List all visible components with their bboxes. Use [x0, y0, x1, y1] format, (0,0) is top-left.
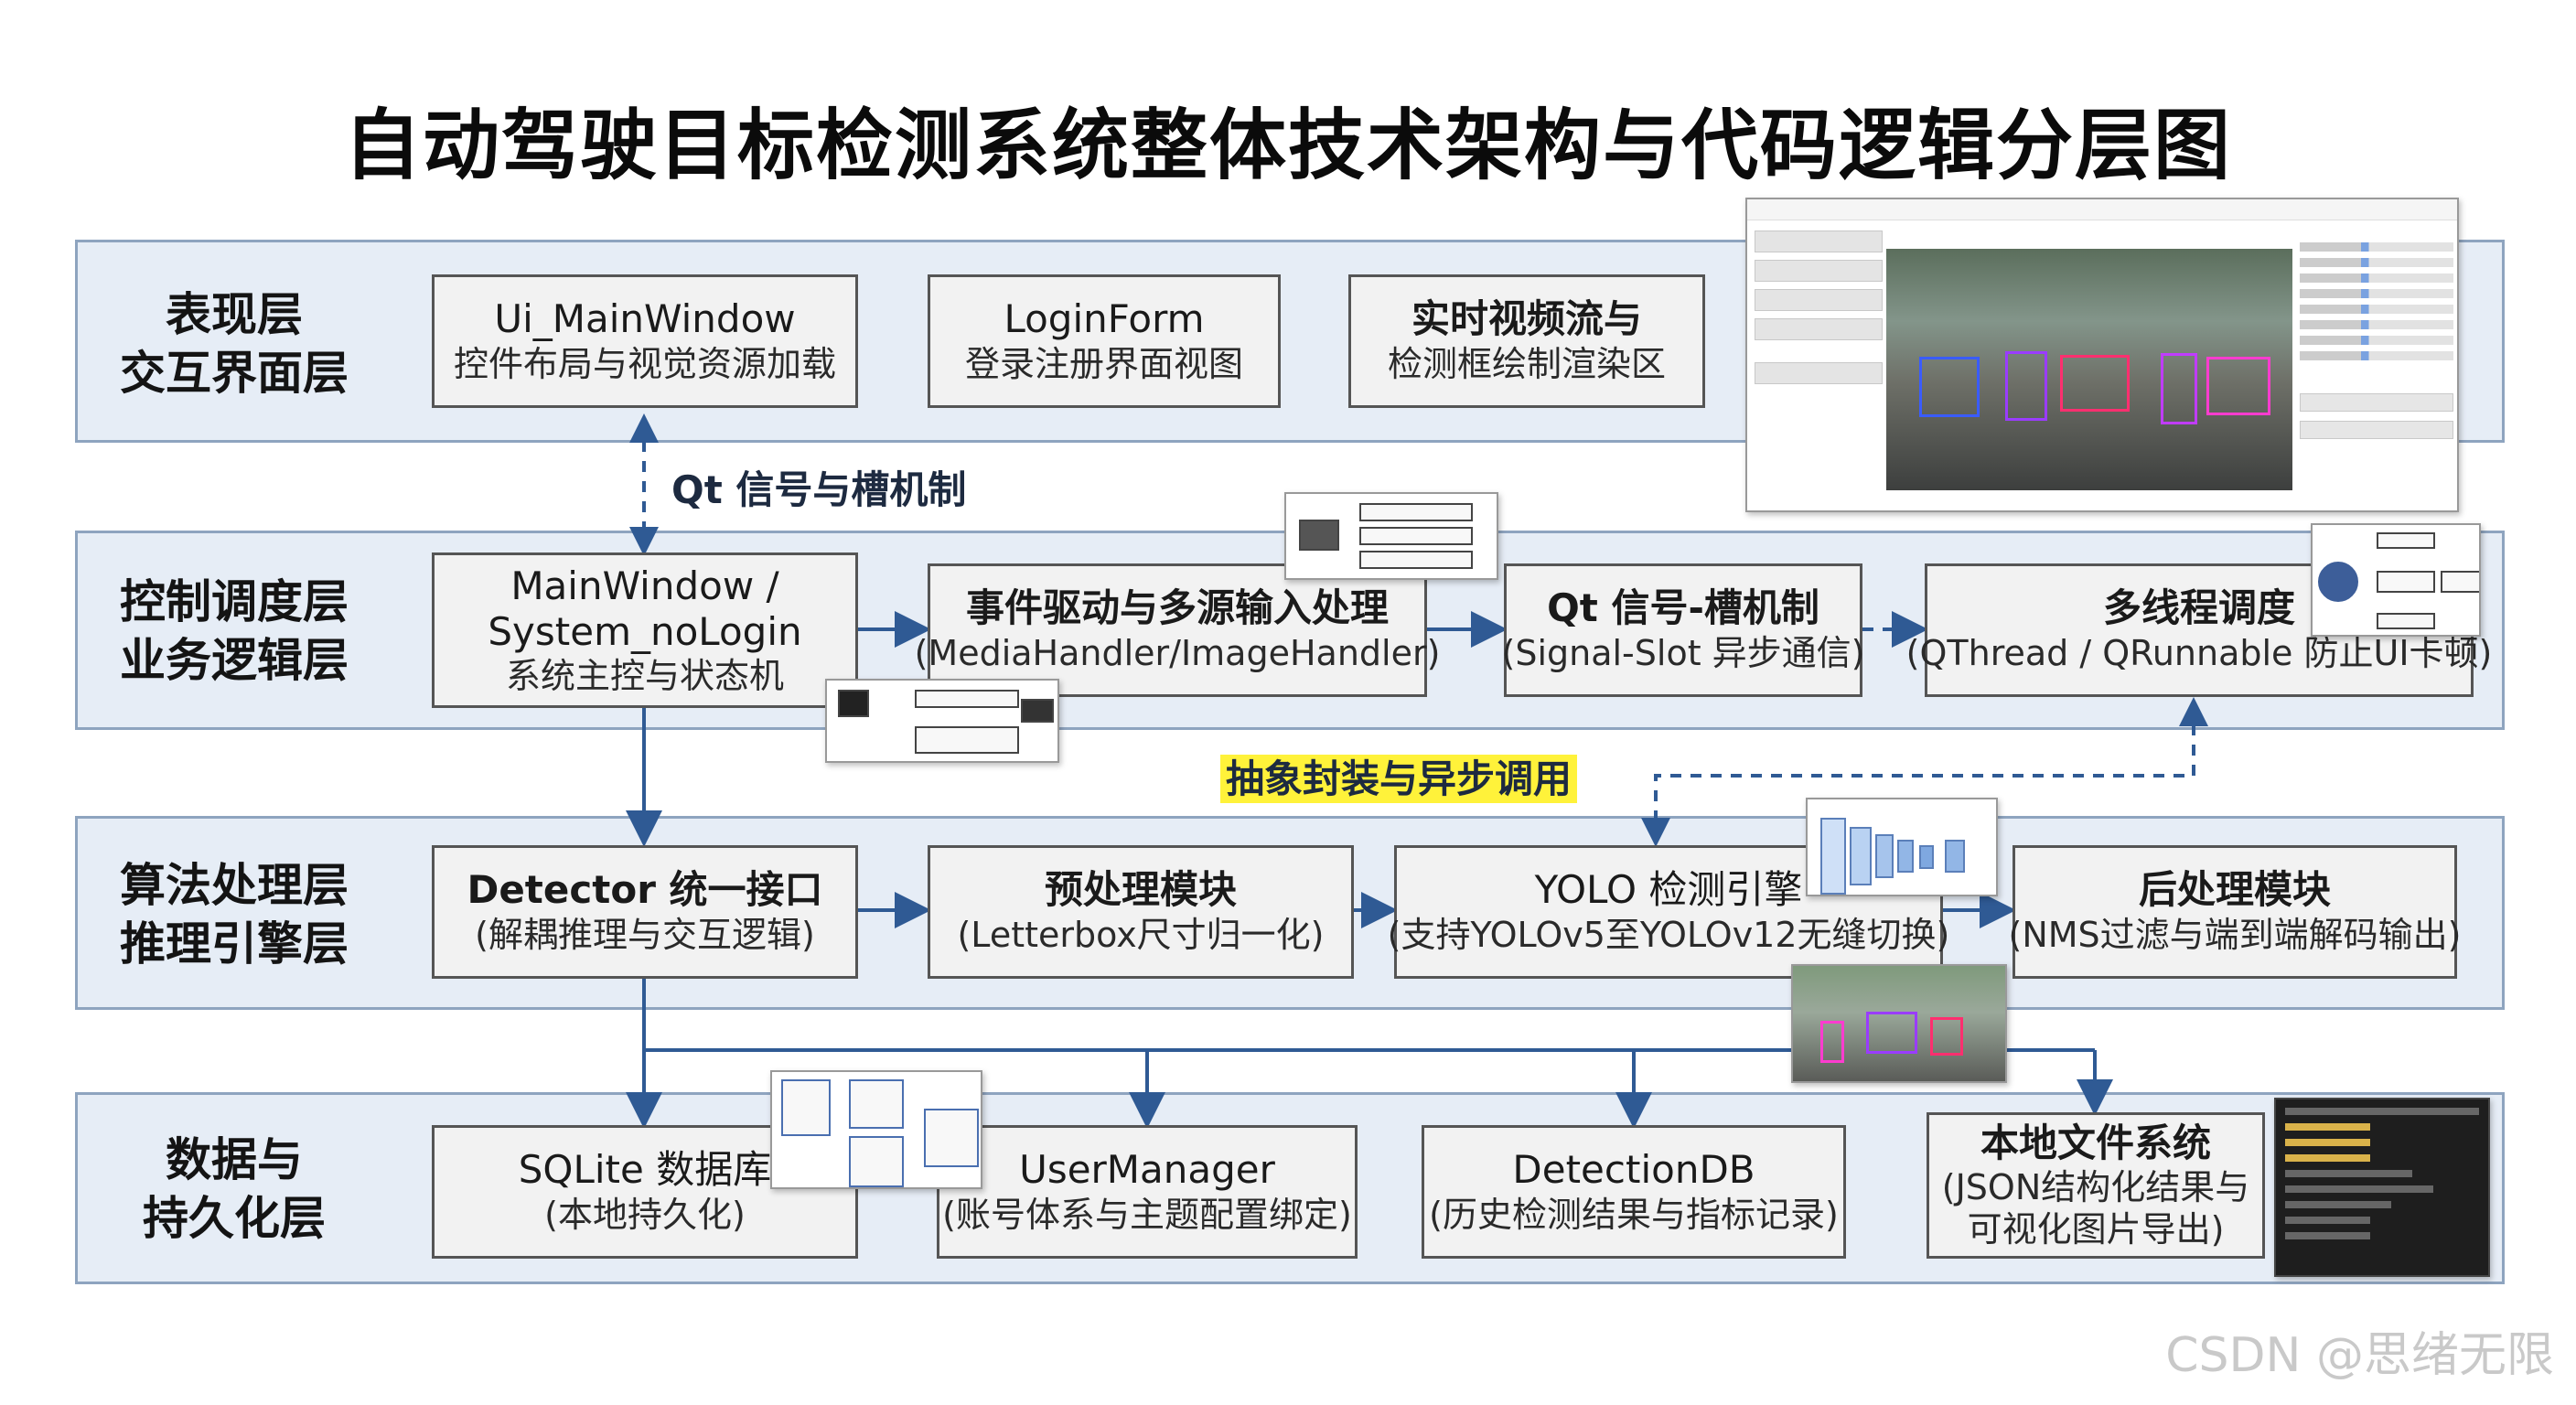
layer-label-control: 控制调度层 业务逻辑层: [79, 573, 390, 690]
app-param-panel: [2300, 236, 2453, 448]
annotation-abstraction: 抽象封装与异步调用: [1220, 748, 1578, 804]
box-subtitle: (账号体系与主题配置绑定): [942, 1195, 1352, 1235]
box-title: LoginForm: [1004, 296, 1205, 341]
detection-box-icon: [2206, 357, 2270, 415]
media-handler-thumbnail: [1284, 492, 1498, 580]
gear-icon: [2318, 562, 2358, 602]
box-title: 事件驱动与多源输入处理: [965, 585, 1389, 630]
layer-label-line: 表现层: [166, 288, 303, 341]
box-video-render: 实时视频流与 检测框绘制渲染区: [1348, 274, 1705, 408]
monitor-icon: [1299, 520, 1339, 551]
box-subtitle: 可视化图片导出): [1967, 1209, 2225, 1249]
file-explorer-thumbnail: [2274, 1098, 2490, 1277]
layer-label-line: 算法处理层: [120, 859, 349, 912]
box-subtitle: 系统主控与状态机: [505, 656, 784, 696]
detection-box-icon: [1919, 357, 1980, 417]
layer-label-line: 交互界面层: [120, 347, 349, 400]
er-diagram-thumbnail: [770, 1070, 982, 1189]
box-subtitle: (Letterbox尺寸归一化): [957, 915, 1325, 955]
app-screenshot-thumbnail: [1745, 198, 2459, 512]
box-subtitle: (QThread / QRunnable 防止UI卡顿): [1905, 633, 2493, 673]
box-subtitle: (Signal-Slot 异步通信): [1501, 633, 1865, 673]
box-title: MainWindow /: [510, 563, 779, 608]
layer-label-line: 控制调度层: [120, 575, 349, 628]
box-subtitle: (MediaHandler/ImageHandler): [914, 633, 1441, 673]
box-subtitle: (历史检测结果与指标记录): [1429, 1195, 1839, 1235]
box-title: 后处理模块: [2138, 867, 2331, 912]
box-title: YOLO 检测引擎: [1534, 867, 1803, 912]
detection-result-thumbnail: [1791, 964, 2007, 1083]
box-title: 实时视频流与: [1411, 296, 1642, 341]
box-subtitle: 检测框绘制渲染区: [1387, 344, 1666, 384]
detection-box-icon: [2060, 355, 2130, 412]
layer-label-presentation: 表现层 交互界面层: [79, 285, 390, 402]
detection-box-icon: [1820, 1021, 1844, 1063]
layer-label-line: 数据与: [166, 1133, 303, 1186]
annotation-abstraction-text: 抽象封装与异步调用: [1220, 755, 1578, 803]
box-subtitle: (解耦推理与交互逻辑): [475, 915, 815, 955]
box-title: System_noLogin: [488, 609, 802, 654]
app-titlebar: [1747, 199, 2457, 220]
box-detector: Detector 统一接口 (解耦推理与交互逻辑): [432, 845, 858, 979]
detection-box-icon: [2161, 353, 2197, 424]
box-subtitle: (本地持久化): [544, 1195, 746, 1235]
thread-flow-thumbnail: [2311, 523, 2481, 637]
box-title: 预处理模块: [1044, 867, 1237, 912]
detection-box-icon: [2005, 351, 2047, 421]
box-mainwindow: MainWindow / System_noLogin 系统主控与状态机: [432, 552, 858, 708]
camera-icon: [838, 690, 869, 717]
box-title: Detector 统一接口: [467, 867, 823, 912]
box-title: 多线程调度: [2102, 585, 2295, 630]
box-subtitle: (NMS过滤与端到端解码输出): [2008, 915, 2462, 955]
box-subtitle: 登录注册界面视图: [964, 344, 1243, 384]
box-preprocess: 预处理模块 (Letterbox尺寸归一化): [928, 845, 1354, 979]
layer-label-data: 数据与 持久化层: [79, 1131, 390, 1248]
detection-box-icon: [1866, 1012, 1917, 1054]
layer-label-line: 持久化层: [143, 1192, 326, 1245]
app-sidebar: [1755, 231, 1883, 391]
box-postprocess: 后处理模块 (NMS过滤与端到端解码输出): [2009, 845, 2462, 979]
box-subtitle: (支持YOLOv5至YOLOv12无缝切换): [1387, 915, 1950, 955]
feature-extraction-thumbnail: [1806, 798, 1998, 896]
box-title: Ui_MainWindow: [494, 296, 796, 341]
box-loginform: LoginForm 登录注册界面视图: [928, 274, 1281, 408]
box-event-driven: 事件驱动与多源输入处理 (MediaHandler/ImageHandler): [915, 563, 1440, 697]
box-detectiondb: DetectionDB (历史检测结果与指标记录): [1422, 1125, 1846, 1259]
layer-label-line: 业务逻辑层: [120, 634, 349, 687]
video-camera-icon: [1021, 699, 1054, 723]
box-title: Qt 信号-槽机制: [1547, 585, 1819, 630]
diagram-title: 自动驾驶目标检测系统整体技术架构与代码逻辑分层图: [343, 101, 2232, 190]
box-title: UserManager: [1019, 1147, 1275, 1192]
annotation-qt-signal: Qt 信号与槽机制: [671, 467, 967, 512]
box-ui-mainwindow: Ui_MainWindow 控件布局与视觉资源加载: [432, 274, 858, 408]
box-title: 本地文件系统: [1980, 1121, 2211, 1165]
layer-label-algorithm: 算法处理层 推理引擎层: [79, 856, 390, 973]
box-subtitle: (JSON结构化结果与: [1941, 1167, 2250, 1207]
layer-label-line: 推理引擎层: [120, 917, 349, 971]
app-video-frame: [1886, 249, 2292, 490]
box-signal-slot: Qt 信号-槽机制 (Signal-Slot 异步通信): [1501, 563, 1865, 697]
detection-box-icon: [1930, 1017, 1963, 1056]
box-title: SQLite 数据库: [518, 1147, 772, 1192]
box-subtitle: 控件布局与视觉资源加载: [453, 344, 836, 384]
watermark: CSDN @思绪无限: [2165, 1328, 2554, 1383]
box-usermanager: UserManager (账号体系与主题配置绑定): [937, 1125, 1358, 1259]
box-title: DetectionDB: [1512, 1147, 1755, 1192]
box-filesystem: 本地文件系统 (JSON结构化结果与 可视化图片导出): [1927, 1112, 2265, 1259]
video-stream-thumbnail: [825, 679, 1059, 763]
